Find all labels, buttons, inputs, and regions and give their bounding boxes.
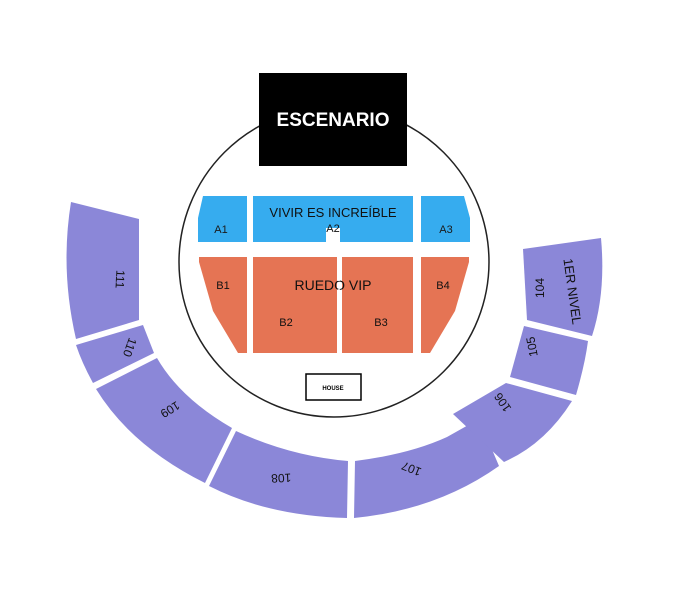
house-box xyxy=(305,373,362,401)
section-104-label: 104 xyxy=(533,278,547,298)
section-a1[interactable] xyxy=(198,196,247,242)
section-a3-label: A3 xyxy=(439,224,452,236)
section-b4[interactable] xyxy=(421,257,469,353)
section-a3[interactable] xyxy=(421,196,470,242)
level-sections xyxy=(66,202,603,518)
section-108-label: 108 xyxy=(271,470,292,485)
section-111-label: 111 xyxy=(113,270,128,289)
stage-label: ESCENARIO xyxy=(277,110,390,131)
section-108[interactable] xyxy=(209,431,348,518)
section-111[interactable] xyxy=(66,202,139,339)
section-a2-label: A2 xyxy=(326,223,339,235)
section-b1-label: B1 xyxy=(216,280,229,292)
stage-block xyxy=(259,73,407,166)
section-b1[interactable] xyxy=(199,257,247,353)
section-105[interactable] xyxy=(510,326,588,395)
aisle-separators xyxy=(249,198,418,352)
section-106[interactable] xyxy=(453,383,572,462)
vivir-banner-label: VIVIR ES INCREÍBLE xyxy=(269,205,396,220)
section-b3[interactable] xyxy=(342,257,413,353)
section-109[interactable] xyxy=(96,358,232,483)
section-105-label: 105 xyxy=(523,335,540,357)
section-b2-label: B2 xyxy=(279,317,292,329)
house-label: HOUSE xyxy=(322,386,343,392)
section-107[interactable] xyxy=(354,419,499,518)
section-110-label: 110 xyxy=(120,336,140,359)
section-b2[interactable] xyxy=(253,257,337,353)
section-110[interactable] xyxy=(76,325,154,383)
section-a1-label: A1 xyxy=(214,224,227,236)
vip-label: RUEDO VIP xyxy=(294,277,371,293)
section-b3-label: B3 xyxy=(374,317,387,329)
section-104[interactable] xyxy=(523,238,603,336)
section-a2-notch xyxy=(326,228,340,242)
section-b4-label: B4 xyxy=(436,280,449,292)
